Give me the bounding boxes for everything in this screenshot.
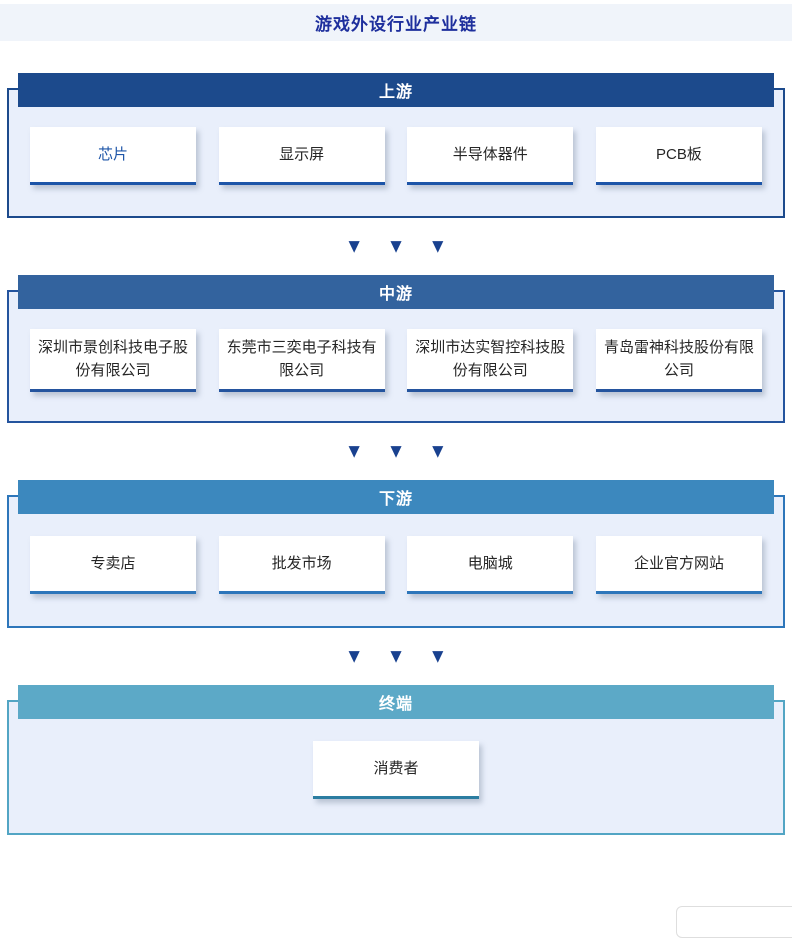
flow-arrows-2: ▼ ▼ ▼ [0,423,792,480]
section-midstream: 中游 深圳市景创科技电子股份有限公司 东莞市三奕电子科技有限公司 深圳市达实智控… [0,275,792,423]
section-header-label: 终端 [378,696,413,713]
chain-item-label: 深圳市景创科技电子股份有限公司 [37,338,188,379]
section-panel-midstream: 深圳市景创科技电子股份有限公司 东莞市三奕电子科技有限公司 深圳市达实智控科技股… [7,290,785,423]
section-downstream: 下游 专卖店 批发市场 电脑城 企业官方网站 [0,480,792,628]
flow-arrows-3: ▼ ▼ ▼ [0,628,792,685]
chain-item-semiconductor[interactable]: 半导体器件 [407,127,574,185]
chain-item-company-sanyi[interactable]: 东莞市三奕电子科技有限公司 [218,329,385,392]
down-arrow-icon: ▼ [386,235,406,258]
chain-item-company-jingchuang[interactable]: 深圳市景创科技电子股份有限公司 [30,329,196,392]
card-row-upstream: 芯片 显示屏 半导体器件 PCB板 [9,90,783,185]
chain-item-label: 芯片 [97,145,128,163]
chain-item-wholesale-market[interactable]: 批发市场 [218,536,385,594]
chain-item-label: 消费者 [373,759,419,777]
chain-item-label: 东莞市三奕电子科技有限公司 [226,338,377,379]
chain-item-specialty-store[interactable]: 专卖店 [30,536,196,594]
section-header-label: 下游 [378,491,413,508]
chain-item-label: 深圳市达实智控科技股份有限公司 [415,338,566,379]
chain-item-chip[interactable]: 芯片 [30,127,196,185]
chain-item-label: PCB板 [656,145,702,163]
down-arrow-icon: ▼ [344,645,364,668]
section-panel-upstream: 芯片 显示屏 半导体器件 PCB板 [7,88,785,218]
down-arrow-icon: ▼ [386,645,406,668]
down-arrow-icon: ▼ [428,440,448,463]
down-arrow-icon: ▼ [344,235,364,258]
flow-arrows-1: ▼ ▼ ▼ [0,218,792,275]
title-band: 游戏外设行业产业链 [0,4,792,41]
chain-item-label: 企业官方网站 [633,554,724,572]
section-header-label: 上游 [378,84,413,101]
section-header-midstream: 中游 [18,275,774,309]
section-header-label: 中游 [378,286,413,303]
chain-item-label: 批发市场 [271,554,332,572]
section-terminal: 终端 消费者 [0,685,792,835]
section-header-upstream: 上游 [18,73,774,107]
section-panel-downstream: 专卖店 批发市场 电脑城 企业官方网站 [7,495,785,628]
down-arrow-icon: ▼ [344,440,364,463]
partial-bottom-right-box [676,906,792,938]
chain-item-label: 专卖店 [90,554,136,572]
down-arrow-icon: ▼ [386,440,406,463]
card-row-terminal: 消费者 [9,702,783,799]
page-title: 游戏外设行业产业链 [315,15,477,34]
chain-item-display[interactable]: 显示屏 [218,127,385,185]
card-row-midstream: 深圳市景创科技电子股份有限公司 东莞市三奕电子科技有限公司 深圳市达实智控科技股… [9,292,783,392]
chain-item-company-dashi[interactable]: 深圳市达实智控科技股份有限公司 [407,329,574,392]
card-row-downstream: 专卖店 批发市场 电脑城 企业官方网站 [9,497,783,594]
chain-item-pcb[interactable]: PCB板 [595,127,762,185]
chain-item-label: 半导体器件 [452,145,528,163]
down-arrow-icon: ▼ [428,235,448,258]
chain-item-computer-mall[interactable]: 电脑城 [407,536,574,594]
chain-item-label: 青岛雷神科技股份有限公司 [603,338,754,379]
chain-item-consumer[interactable]: 消费者 [313,741,479,799]
section-upstream: 上游 芯片 显示屏 半导体器件 PCB板 [0,73,792,218]
section-header-terminal: 终端 [18,685,774,719]
chain-item-official-website[interactable]: 企业官方网站 [595,536,762,594]
chain-item-label: 电脑城 [467,554,513,572]
chain-item-label: 显示屏 [279,145,325,163]
section-header-downstream: 下游 [18,480,774,514]
section-panel-terminal: 消费者 [7,700,785,835]
down-arrow-icon: ▼ [428,645,448,668]
chain-item-company-leishen[interactable]: 青岛雷神科技股份有限公司 [595,329,762,392]
